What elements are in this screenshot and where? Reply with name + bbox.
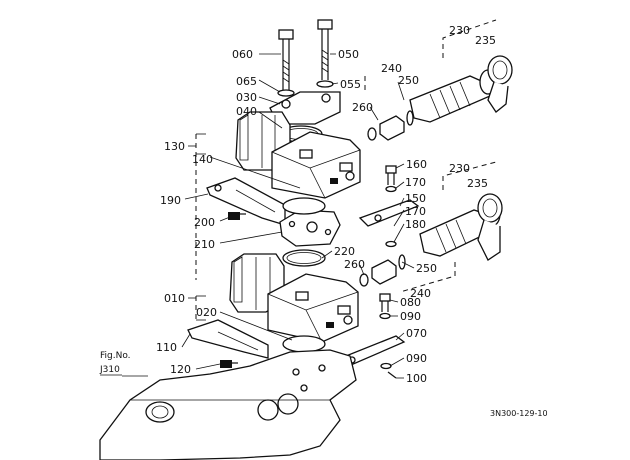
figref-line1: Fig.No. [100, 351, 131, 361]
adapter-240b [359, 254, 406, 287]
plate-210 [279, 209, 341, 247]
washer-170a [385, 185, 397, 193]
valve-body-lower [229, 253, 359, 343]
label-200: 200 [194, 216, 215, 229]
label-240-lower: 240 [410, 287, 431, 300]
dust-cap-235a [487, 55, 513, 113]
label-120: 120 [170, 363, 191, 376]
label-180: 180 [405, 218, 426, 231]
bracket-110 [187, 319, 269, 359]
label-250-upper: 250 [398, 74, 419, 87]
group-line-230b [442, 161, 497, 190]
label-170-lower: 170 [405, 205, 426, 218]
group-line-240b [399, 262, 456, 293]
washer-055 [316, 80, 334, 88]
label-160: 160 [406, 158, 427, 171]
label-055: 055 [340, 78, 361, 91]
cover-plate-030 [269, 91, 341, 125]
bolt-160 [385, 165, 397, 185]
label-230-lower: 230 [449, 162, 470, 175]
label-060: 060 [232, 48, 253, 61]
label-070: 070 [406, 327, 427, 340]
bolt-060 [278, 29, 294, 90]
label-090-lower: 090 [406, 352, 427, 365]
pin-100 [387, 371, 397, 379]
o-ring-lower [282, 335, 326, 353]
label-080: 080 [400, 296, 421, 309]
label-010: 010 [164, 292, 185, 305]
adapter-240a [367, 110, 414, 141]
o-ring-220-inner [286, 252, 322, 264]
coupler-upper [409, 69, 497, 123]
label-130: 130 [164, 140, 185, 153]
drawing-code: 3N300-129-10 [490, 409, 548, 418]
label-090-upper: 090 [400, 310, 421, 323]
label-235-upper: 235 [475, 34, 496, 47]
label-030: 030 [236, 91, 257, 104]
label-100: 100 [406, 372, 427, 385]
group-line-230a [442, 19, 497, 58]
label-170-upper: 170 [405, 176, 426, 189]
valve-body-upper [235, 111, 361, 199]
label-220: 220 [334, 245, 355, 258]
washer-090a [379, 312, 391, 320]
label-235-lower: 235 [467, 177, 488, 190]
screw-120 [220, 360, 238, 368]
label-260-lower: 260 [344, 258, 365, 271]
o-ring-upper [282, 197, 326, 215]
washer-090b [380, 362, 392, 370]
label-210: 210 [194, 238, 215, 251]
leader-lines [122, 53, 415, 379]
bolt-050 [317, 19, 333, 80]
label-065: 065 [236, 75, 257, 88]
label-190: 190 [160, 194, 181, 207]
washer-180 [385, 240, 397, 248]
figref-line2: J310 [99, 365, 120, 375]
label-150: 150 [405, 192, 426, 205]
screw-200 [228, 212, 246, 220]
label-230-upper: 230 [449, 24, 470, 37]
housing [99, 349, 357, 460]
label-140: 140 [192, 153, 213, 166]
dust-cap-235b [477, 193, 503, 261]
label-040: 040 [236, 105, 257, 118]
lever-150 [358, 199, 420, 227]
label-260-upper: 260 [352, 101, 373, 114]
label-020: 020 [196, 306, 217, 319]
label-110: 110 [156, 341, 177, 354]
washer-065 [277, 89, 295, 97]
bolt-080 [379, 293, 391, 312]
label-050: 050 [338, 48, 359, 61]
label-250-lower: 250 [416, 262, 437, 275]
label-240-upper: 240 [381, 62, 402, 75]
